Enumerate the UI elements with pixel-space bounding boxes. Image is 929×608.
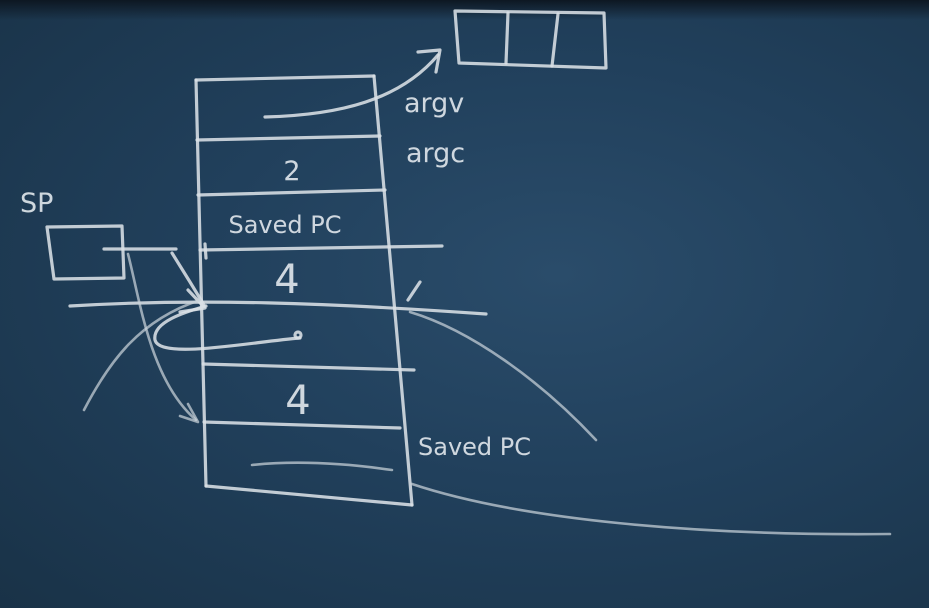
stack-pointer (45, 224, 207, 424)
saved-sp-curl (153, 304, 302, 351)
argv-label: argv (404, 88, 464, 119)
stack-divider-2 (196, 188, 387, 197)
frame-size-value-2: 4 (285, 378, 310, 424)
sweep-curve-left (82, 298, 202, 412)
saved-pc-cell-1: Saved PC (228, 211, 341, 239)
stack-divider-6 (202, 420, 402, 430)
argv-array-divider-2 (550, 12, 560, 68)
argv-array-outline (453, 9, 608, 70)
sp-old-arrow (126, 252, 198, 422)
stack-left-edge (194, 78, 208, 488)
stack-divider-4 (68, 300, 488, 316)
frame-tick-right (406, 280, 422, 302)
argv-pointer-line (263, 53, 440, 119)
stack-divider-5 (201, 362, 416, 372)
frame-tick-left (203, 242, 208, 260)
saved-pc-label: Saved PC (418, 433, 531, 461)
stack-pointer-label: SP (20, 188, 53, 219)
saved-sp-dot (293, 330, 303, 340)
bottom-cell-mark (250, 461, 394, 472)
argv-pointer-arrow (263, 48, 442, 119)
stack-top-edge (194, 74, 376, 82)
argv-array-divider-1 (504, 11, 510, 65)
argv-array (453, 9, 608, 70)
stack-bottom-edge (204, 484, 414, 507)
stack-pointer-box (45, 224, 126, 281)
argv-pointer-arrowhead (416, 48, 442, 74)
argc-value: 2 (283, 156, 300, 187)
stack (68, 74, 488, 507)
sp-old-arrowhead (178, 402, 200, 424)
argc-label: argc (406, 138, 465, 169)
frame-size-value-1: 4 (274, 257, 299, 303)
saved-sp-arrow (153, 304, 303, 351)
stack-divider-3 (198, 244, 444, 252)
stack-right-edge (372, 74, 414, 507)
sweep-curve-bottom (410, 482, 892, 536)
stack-pointer-arrow (170, 251, 206, 307)
sweep-curve-right (408, 310, 598, 442)
stack-divider-1 (195, 134, 382, 142)
